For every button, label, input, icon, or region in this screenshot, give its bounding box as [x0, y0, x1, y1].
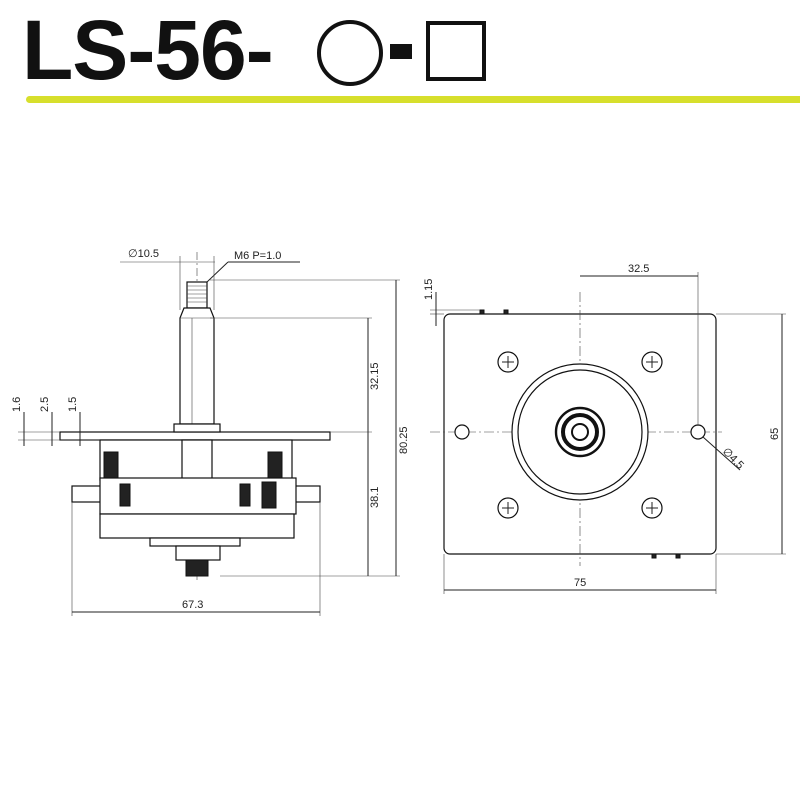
bottom-cap — [185, 559, 209, 577]
edge-tab-3 — [651, 553, 657, 559]
thread-label: M6 P=1.0 — [234, 250, 281, 262]
square-icon — [426, 21, 486, 81]
top-width-label: 75 — [574, 577, 586, 589]
circle-icon — [317, 20, 383, 86]
plate-thickness-1-label: 1.6 — [11, 397, 23, 412]
accent-bar — [26, 96, 800, 103]
plate-thickness-2-label: 2.5 — [39, 397, 51, 412]
bottom-boss — [175, 545, 221, 561]
width-label: 67.3 — [182, 599, 203, 611]
screw-bottom-right — [641, 497, 663, 519]
shaft-center — [571, 423, 589, 441]
header: LS-56- — [0, 0, 800, 110]
shaft-collar — [173, 423, 221, 433]
base-stub — [149, 537, 241, 547]
height-label: 65 — [769, 428, 781, 440]
hole-pitch-label: 32.5 — [628, 263, 649, 275]
lower-height-label: 38.1 — [369, 487, 381, 508]
shaft-diameter-label: ∅10.5 — [128, 248, 159, 260]
switch-lever-left — [119, 483, 131, 507]
model-title-text: LS-56- — [22, 3, 274, 97]
edge-tab-1 — [479, 309, 485, 315]
offset-label: 1.15 — [423, 279, 435, 300]
top-view: 1.15 32.5 65 75 ∅4.5 — [423, 263, 786, 594]
title-glyphs — [317, 20, 486, 86]
side-view: M6 P=1.0 ∅10.5 32.15 38.1 80.25 1.6 2.5 … — [11, 248, 410, 616]
screw-top-right — [641, 351, 663, 373]
mount-hole-right — [690, 424, 706, 440]
total-height-label: 80.25 — [398, 426, 410, 454]
mounting-plate — [59, 431, 331, 441]
mount-hole-left — [454, 424, 470, 440]
terminal-left — [71, 485, 103, 503]
shaft — [179, 307, 215, 425]
screw-top-left — [497, 351, 519, 373]
edge-tab-4 — [675, 553, 681, 559]
switch-lever-right — [261, 481, 277, 509]
switch-lever-mid — [239, 483, 251, 507]
hole-diameter-label: ∅4.5 — [720, 446, 746, 472]
housing-base — [99, 513, 295, 539]
title-dash — [390, 44, 412, 59]
model-title: LS-56- — [22, 2, 274, 98]
shaft-height-label: 32.15 — [369, 362, 381, 390]
plate-thickness-3-label: 1.5 — [67, 397, 79, 412]
edge-tab-2 — [503, 309, 509, 315]
screw-bottom-left — [497, 497, 519, 519]
